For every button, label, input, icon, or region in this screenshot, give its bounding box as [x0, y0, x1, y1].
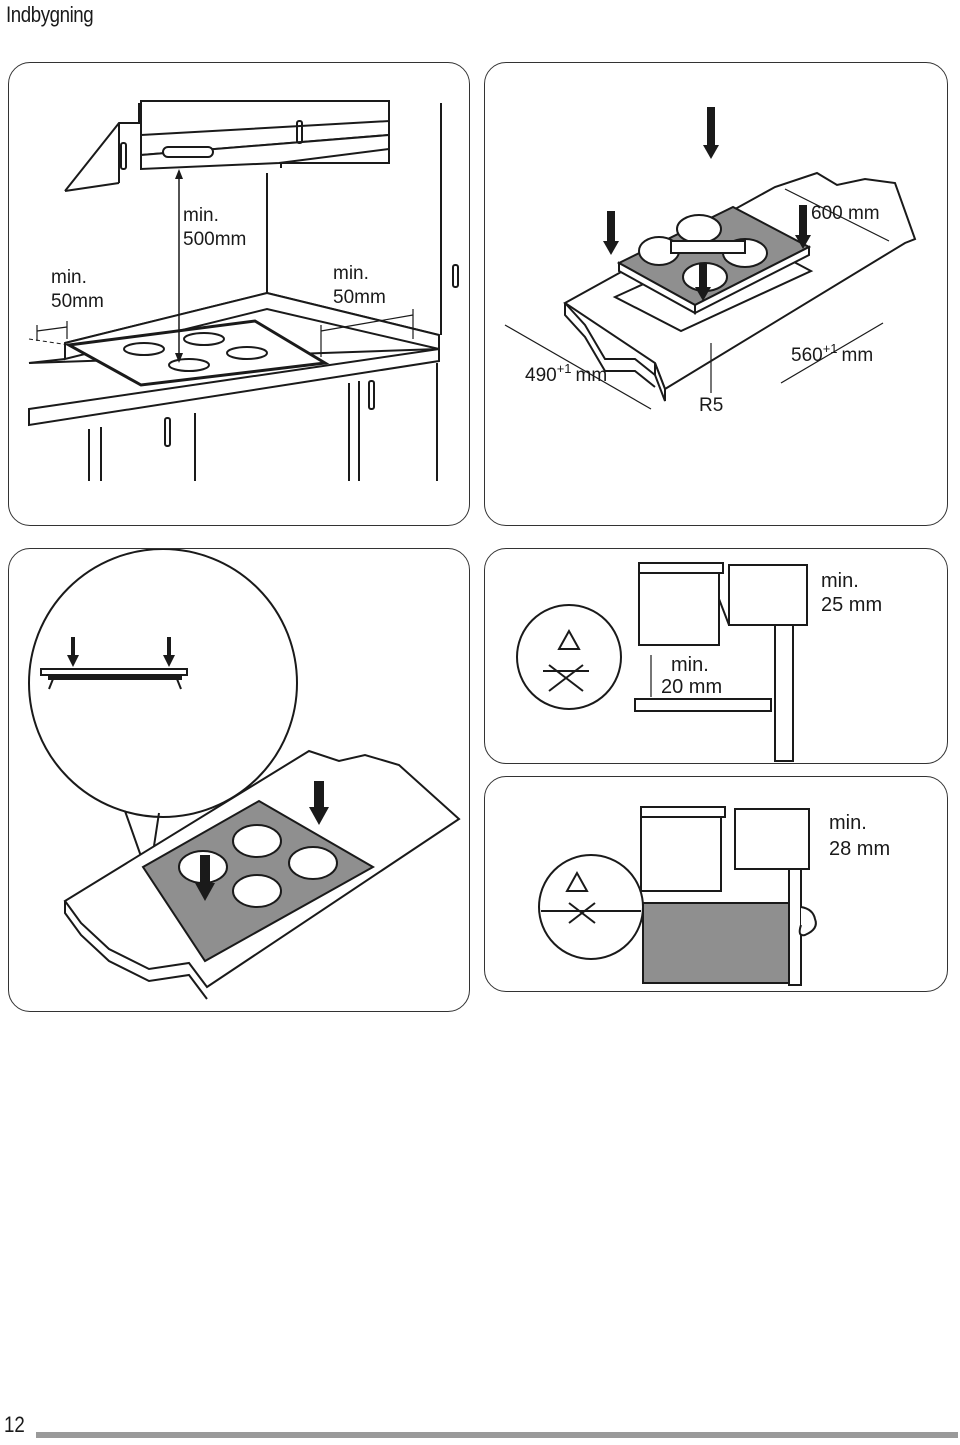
cutout-radius-label: R5: [699, 395, 723, 416]
footer-rule: [36, 1432, 958, 1438]
cutout-width-unit: mm: [842, 345, 874, 366]
panel-drawer: min. 20 mm min. 25 mm: [484, 548, 948, 764]
clearance-left-label-1: min.: [51, 267, 87, 288]
panel-clearances: min. 50mm min. 500mm min. 50mm: [8, 62, 470, 526]
clearance-right-label-2: 50mm: [333, 287, 386, 308]
cutout-total-label: 600 mm: [811, 203, 880, 224]
cutout-depth-value: 490: [525, 365, 557, 386]
drawer-illustration: min. 20 mm min. 25 mm: [516, 562, 882, 762]
magnifier-circle: [28, 549, 298, 818]
page-number: 12: [4, 1412, 25, 1437]
clearance-right-label-1: min.: [333, 263, 369, 284]
clearance-hood-label-2: 500mm: [183, 229, 246, 250]
panel-oven: min. 28 mm: [484, 776, 948, 992]
drawer-board-label-2: 25 mm: [821, 594, 882, 616]
cutout-width-tolerance: +1: [823, 341, 838, 356]
drawer-gap-label-2: 20 mm: [661, 676, 722, 698]
oven-board-label-1: min.: [829, 812, 867, 834]
cutout-width-value: 560: [791, 345, 823, 366]
warning-circle: [516, 604, 622, 710]
svg-text:490+1mm: 490+1 mm: [525, 361, 607, 386]
cutout-depth-unit: mm: [576, 365, 608, 386]
oven-illustration: min. 28 mm: [538, 806, 890, 986]
clearances-illustration: min. 50mm min. 500mm min. 50mm: [28, 100, 459, 481]
drawer-gap-label-1: min.: [671, 654, 709, 676]
panel-inspect: [8, 548, 470, 1012]
drawer-board-label-1: min.: [821, 570, 859, 592]
page-title: Indbygning: [6, 2, 94, 27]
inspect-illustration: [28, 549, 461, 1000]
clearance-left-label-2: 50mm: [51, 291, 104, 312]
cutout-depth-tolerance: +1: [557, 361, 572, 376]
oven-board-label-2: 28 mm: [829, 838, 890, 860]
svg-text:560+1mm: 560+1 mm: [791, 341, 873, 366]
clearance-hood-label-1: min.: [183, 205, 219, 226]
